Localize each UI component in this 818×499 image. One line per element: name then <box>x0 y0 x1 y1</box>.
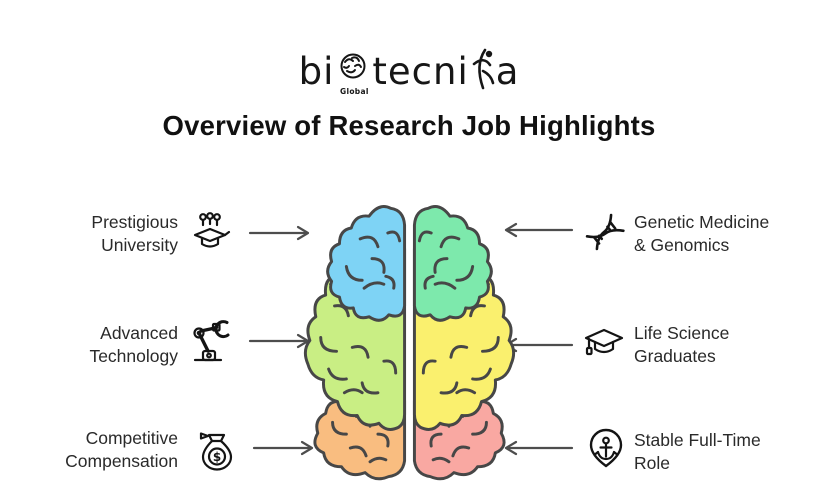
arrow-right-icon <box>248 225 310 241</box>
brain-logo-icon <box>340 53 366 79</box>
label-advanced-technology: Advanced Technology <box>40 322 178 368</box>
logo-brain-o: Global <box>337 48 369 96</box>
arrow-right-icon <box>252 440 314 456</box>
dna-icon <box>580 207 628 257</box>
university-icon <box>186 207 234 257</box>
label-line: Role <box>634 453 670 473</box>
dancer-k-icon <box>472 48 495 90</box>
label-line: Genetic Medicine <box>634 212 770 232</box>
brain-left-hemisphere <box>303 205 407 481</box>
label-line: University <box>101 235 178 255</box>
label-line: & Genomics <box>634 235 730 255</box>
anchor-pin-icon <box>582 425 630 475</box>
money-bag-icon: $ <box>193 426 241 476</box>
logo-global-text: Global <box>340 87 369 96</box>
graduation-cap-icon <box>580 318 628 368</box>
label-life-science-graduates: Life Science Graduates <box>634 322 804 368</box>
label-line: Life Science <box>634 323 730 343</box>
arrow-left-icon <box>504 222 574 238</box>
label-line: Competitive <box>85 428 178 448</box>
robot-arm-icon <box>186 318 234 368</box>
label-line: Prestigious <box>91 212 178 232</box>
biotecnika-logo: bi Global tecni a <box>0 38 818 104</box>
brain-illustration <box>303 205 516 481</box>
label-genetic-medicine: Genetic Medicine & Genomics <box>634 211 804 257</box>
label-line: Stable Full-Time <box>634 430 761 450</box>
logo-text-bi: bi <box>298 49 335 93</box>
label-competitive-compensation: Competitive Compensation <box>20 427 178 473</box>
logo-text-a: a <box>495 49 520 93</box>
brain-right-hemisphere <box>412 205 516 481</box>
page-title: Overview of Research Job Highlights <box>162 110 656 141</box>
label-line: Graduates <box>634 346 716 366</box>
logo-text-tecni: tecni <box>372 49 469 93</box>
label-stable-full-time-role: Stable Full-Time Role <box>634 429 804 475</box>
label-line: Advanced <box>100 323 178 343</box>
dollar-sign: $ <box>213 450 221 464</box>
arrow-left-icon <box>504 440 574 456</box>
label-prestigious-university: Prestigious University <box>40 211 178 257</box>
label-line: Compensation <box>65 451 178 471</box>
label-line: Technology <box>89 346 178 366</box>
